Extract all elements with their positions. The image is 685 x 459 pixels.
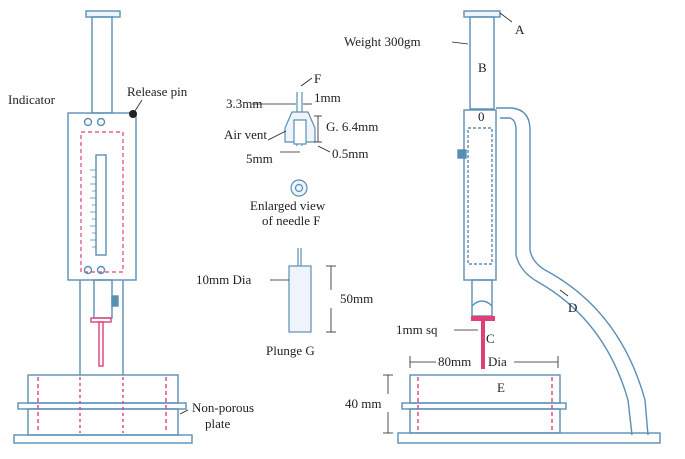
needle-stem [98, 321, 104, 367]
needle-c-head [471, 316, 495, 321]
indicator-label: Indicator [8, 92, 56, 107]
plate-label: plate [205, 416, 230, 431]
of-needle-label: of needle F [262, 213, 320, 228]
release-knob [111, 295, 119, 307]
zero-label: 0 [478, 109, 485, 124]
e-label: E [497, 380, 505, 395]
right-base-plate [397, 432, 661, 444]
a-label: A [515, 22, 525, 37]
needle-c-stem [481, 321, 485, 369]
arm-d-inner [500, 117, 633, 436]
top-cap [85, 10, 121, 18]
right-mould-body [409, 408, 561, 434]
right-frame-inner [467, 127, 493, 265]
scale-ticks [90, 169, 96, 248]
left-apparatus [13, 10, 193, 444]
air-vent-label: Air vent [224, 127, 267, 142]
b-label: B [478, 60, 487, 75]
plunger-dim-lines [270, 265, 336, 333]
f-label: F [314, 71, 321, 86]
enlarged-ring-outer [290, 179, 308, 197]
dim-50mm: 50mm [340, 291, 373, 306]
dim-3-3mm: 3.3mm [226, 96, 262, 111]
mm-40-label: 40 mm [345, 396, 381, 411]
plunge-g-label: Plunge G [266, 343, 315, 358]
dia-label: Dia [488, 354, 507, 369]
right-mould-rim [401, 402, 567, 410]
corner-bolt [96, 265, 106, 275]
right-knob [457, 149, 467, 159]
indicator-scale [95, 154, 107, 256]
mould-top [27, 374, 179, 404]
c-label: C [486, 331, 495, 346]
rod-upper [91, 16, 113, 114]
release-pin-label: Release pin [127, 84, 188, 99]
rod-lower [93, 279, 113, 319]
non-porous-label: Non-porous [192, 400, 254, 415]
plunger-g [288, 248, 312, 333]
right-apparatus [397, 10, 661, 444]
enlarged-view-label: Enlarged view [250, 198, 326, 213]
mm-80-label: 80mm [438, 354, 471, 369]
needle-vent [293, 119, 307, 145]
mould-rim [17, 402, 187, 410]
corner-bolt [96, 117, 106, 127]
needle-dim-lines [252, 77, 331, 153]
inner-dashed-frame [80, 131, 124, 273]
base-plate [13, 434, 193, 444]
g-6-4mm-label: G. 6.4mm [326, 119, 378, 134]
arm-d-outer [496, 107, 649, 436]
right-top-cap [463, 10, 501, 18]
right-mould-top [409, 374, 561, 404]
right-frame [463, 109, 497, 281]
dia-10mm-label: 10mm Dia [196, 272, 251, 287]
plunger-body [288, 265, 312, 333]
enlarged-ring-inner [294, 183, 304, 193]
d-label: D [568, 300, 577, 315]
right-rod-b [469, 16, 495, 110]
corner-bolt [83, 265, 93, 275]
right-rod-lower [471, 279, 493, 317]
right-dim-lines [383, 12, 569, 434]
corner-bolt [83, 117, 93, 127]
dim-0-5mm: 0.5mm [332, 146, 368, 161]
weight-label: Weight 300gm [344, 34, 421, 49]
dim-1mm: 1mm [314, 90, 341, 105]
needle-f-detail [284, 92, 316, 197]
sq-1mm-label: 1mm sq [396, 322, 438, 337]
mould-body [27, 408, 179, 436]
dim-5mm: 5mm [246, 151, 273, 166]
right-rod-tip [471, 300, 493, 307]
